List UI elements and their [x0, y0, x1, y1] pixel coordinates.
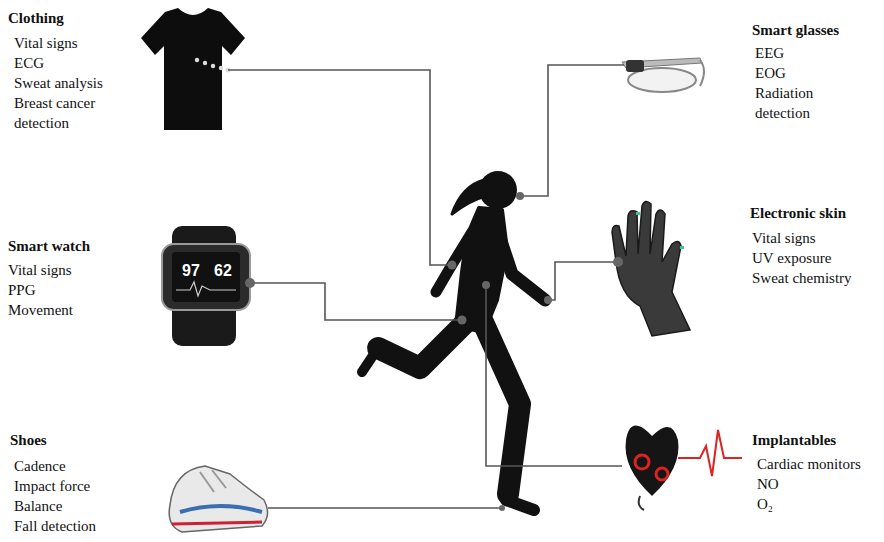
- feature-item: Sweat analysis: [14, 73, 103, 93]
- feature-item: NO: [757, 474, 779, 494]
- feature-item: ECG: [14, 53, 44, 73]
- shirt-icon: [141, 8, 245, 130]
- watch-icon: [162, 226, 250, 346]
- feature-item: Cardiac monitors: [757, 454, 861, 474]
- feature-item: EEG: [755, 43, 784, 63]
- feature-item: Movement: [8, 300, 73, 320]
- feature-item: Cadence: [14, 456, 66, 476]
- watch-reading: 97: [182, 262, 200, 280]
- shoe-icon: [169, 466, 267, 532]
- feature-item: UV exposure: [752, 248, 831, 268]
- glove-icon: [612, 201, 690, 336]
- feature-item: Sweat chemistry: [752, 268, 852, 288]
- glasses-icon: [622, 58, 704, 92]
- runner-silhouette: [362, 171, 545, 510]
- feature-item: EOG: [755, 63, 786, 83]
- body-dots: [245, 192, 623, 511]
- feature-item: Balance: [14, 496, 62, 516]
- feature-item: Vital signs: [14, 33, 78, 53]
- feature-item: Breast cancer detection: [14, 93, 114, 133]
- feature-item: Vital signs: [752, 228, 816, 248]
- group-heading: Smart watch: [8, 236, 90, 256]
- group-heading: Electronic skin: [750, 203, 846, 223]
- group-heading: Clothing: [8, 8, 64, 28]
- feature-item: PPG: [8, 280, 36, 300]
- feature-item: O₂: [757, 494, 773, 514]
- group-heading: Shoes: [10, 430, 47, 450]
- feature-item: Impact force: [14, 476, 90, 496]
- watch-reading: 62: [214, 262, 232, 280]
- group-heading: Implantables: [752, 430, 836, 450]
- feature-item: Fall detection: [14, 516, 96, 536]
- leader-lines: [228, 65, 624, 508]
- group-heading: Smart glasses: [752, 20, 839, 40]
- heart-icon: [626, 426, 742, 510]
- feature-item: Vital signs: [8, 260, 72, 280]
- feature-item: Radiation detection: [755, 83, 833, 123]
